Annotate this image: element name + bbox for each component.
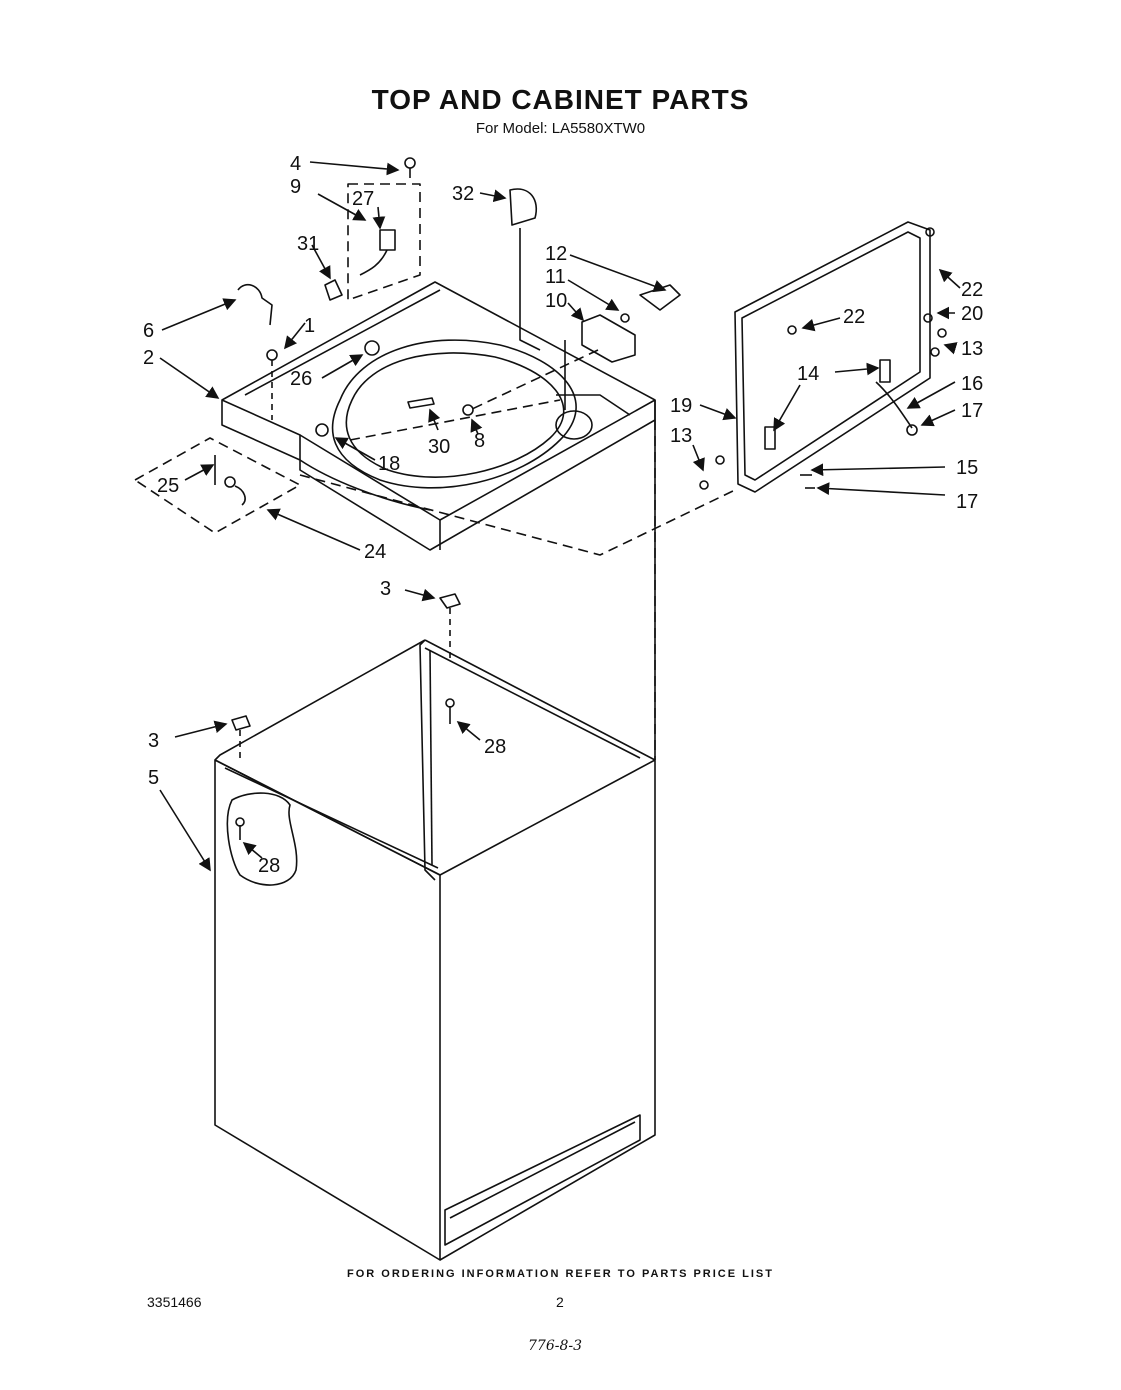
callout-3-lower: 3	[148, 730, 159, 752]
callout-26: 26	[290, 368, 312, 390]
callout-13-left: 13	[670, 425, 692, 447]
callout-3-upper: 3	[380, 578, 391, 600]
callout-19: 19	[670, 395, 692, 417]
callout-15: 15	[956, 457, 978, 479]
callout-12: 12	[545, 243, 567, 265]
callout-2: 2	[143, 347, 154, 369]
lid	[734, 221, 931, 493]
callout-11: 11	[545, 266, 566, 288]
callout-22-inner: 22	[843, 306, 865, 328]
callout-17-upper: 17	[961, 400, 983, 422]
callout-16: 16	[961, 373, 983, 395]
callout-14: 14	[797, 363, 819, 385]
ordering-info-note: FOR ORDERING INFORMATION REFER TO PARTS …	[347, 1268, 774, 1280]
callout-1: 1	[304, 315, 315, 337]
callout-5: 5	[148, 767, 159, 789]
model-subtitle: For Model: LA5580XTW0	[475, 120, 646, 137]
page-title: TOP AND CABINET PARTS	[371, 84, 750, 115]
hardware-parts	[134, 157, 947, 840]
handwritten-note: 776-8-3	[528, 1338, 582, 1354]
document-number: 3351466	[147, 1294, 202, 1310]
callout-20: 20	[961, 303, 983, 325]
callout-28-lower: 28	[258, 855, 280, 877]
page-number: 2	[556, 1294, 564, 1310]
callout-6: 6	[143, 320, 154, 342]
callout-30: 30	[428, 436, 450, 458]
callout-13-right: 13	[961, 338, 983, 360]
callout-22-outer: 22	[961, 279, 983, 301]
callout-32: 32	[452, 183, 474, 205]
callout-25: 25	[157, 475, 179, 497]
callout-18: 18	[378, 453, 400, 475]
cabinet	[214, 639, 656, 1261]
callout-labels: 4 9 27 32 31 12 11 10 6 1 2 26 30 8 18 2…	[143, 153, 983, 877]
callout-10: 10	[545, 290, 567, 312]
callout-9: 9	[290, 176, 301, 198]
callout-31: 31	[297, 233, 319, 255]
assembly-lines	[299, 349, 736, 760]
callout-8: 8	[474, 430, 485, 452]
callout-27: 27	[352, 188, 374, 210]
callout-4: 4	[290, 153, 301, 175]
leader-lines	[159, 161, 961, 872]
callout-28-upper: 28	[484, 736, 506, 758]
callout-17-lower: 17	[956, 491, 978, 513]
callout-24: 24	[364, 541, 386, 563]
